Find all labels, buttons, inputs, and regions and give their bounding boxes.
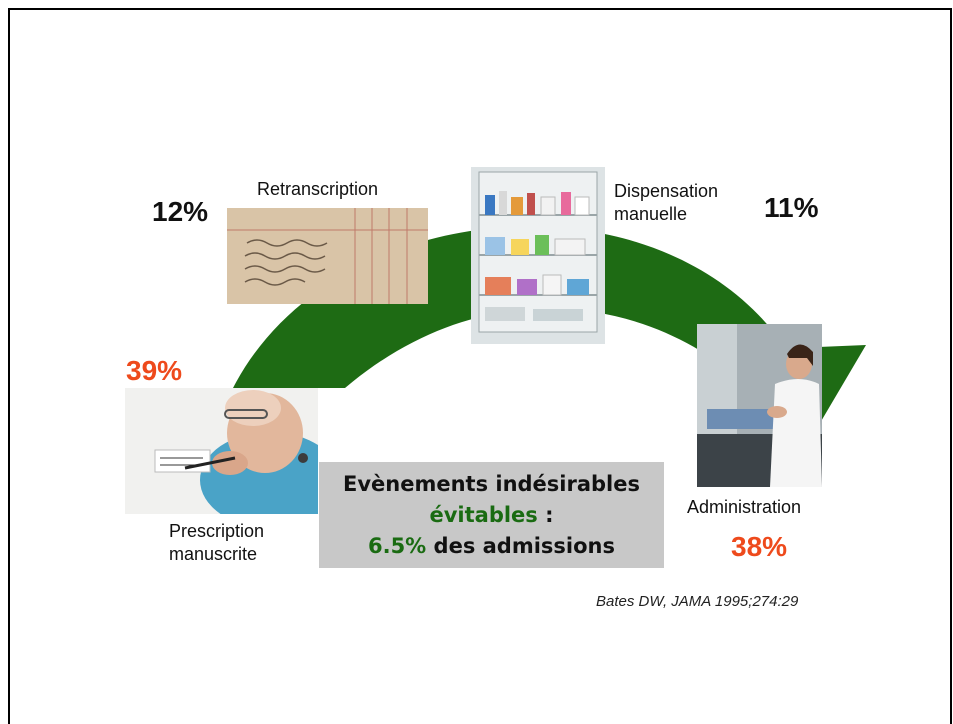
prescription-writing-illustration xyxy=(125,388,318,514)
summary-box: Evènements indésirables évitables : 6.5%… xyxy=(319,462,664,568)
step-label-prescription-line2: manuscrite xyxy=(169,544,258,564)
summary-line3: 6.5% des admissions xyxy=(368,531,615,562)
step-label-prescription-line1: Prescription xyxy=(169,521,265,541)
retranscription-photo xyxy=(227,208,428,304)
step-label-retranscription: Retranscription xyxy=(257,179,379,199)
summary-line2-rest: : xyxy=(537,502,554,527)
summary-highlight-evitables: évitables xyxy=(429,502,538,527)
dispensation-photo xyxy=(471,167,605,344)
pharmacy-shelves-illustration xyxy=(471,167,605,344)
step-label-prescription: Prescription manuscrite xyxy=(169,520,264,566)
step-label-dispensation-line1: Dispensation xyxy=(614,181,719,201)
step-label-dispensation-line2: manuelle xyxy=(614,204,688,224)
percent-administration: 38% xyxy=(731,531,788,562)
slide-frame xyxy=(8,8,952,724)
percent-prescription: 39% xyxy=(126,355,183,386)
handwritten-chart-illustration xyxy=(227,208,428,304)
percent-dispensation: 11% xyxy=(764,192,819,223)
step-label-dispensation: Dispensation manuelle xyxy=(614,180,718,226)
prescription-photo xyxy=(125,388,318,514)
summary-highlight-percent: 6.5% xyxy=(367,533,427,558)
citation-text: Bates DW, JAMA 1995;274:29 xyxy=(596,593,799,610)
step-label-administration: Administration xyxy=(687,497,802,517)
nurse-illustration xyxy=(697,324,822,487)
summary-line3-rest: des admissions xyxy=(426,533,615,558)
summary-line2: évitables : xyxy=(429,500,553,531)
percent-retranscription: 12% xyxy=(152,196,209,227)
administration-photo xyxy=(697,324,822,487)
summary-line1: Evènements indésirables xyxy=(342,471,640,496)
